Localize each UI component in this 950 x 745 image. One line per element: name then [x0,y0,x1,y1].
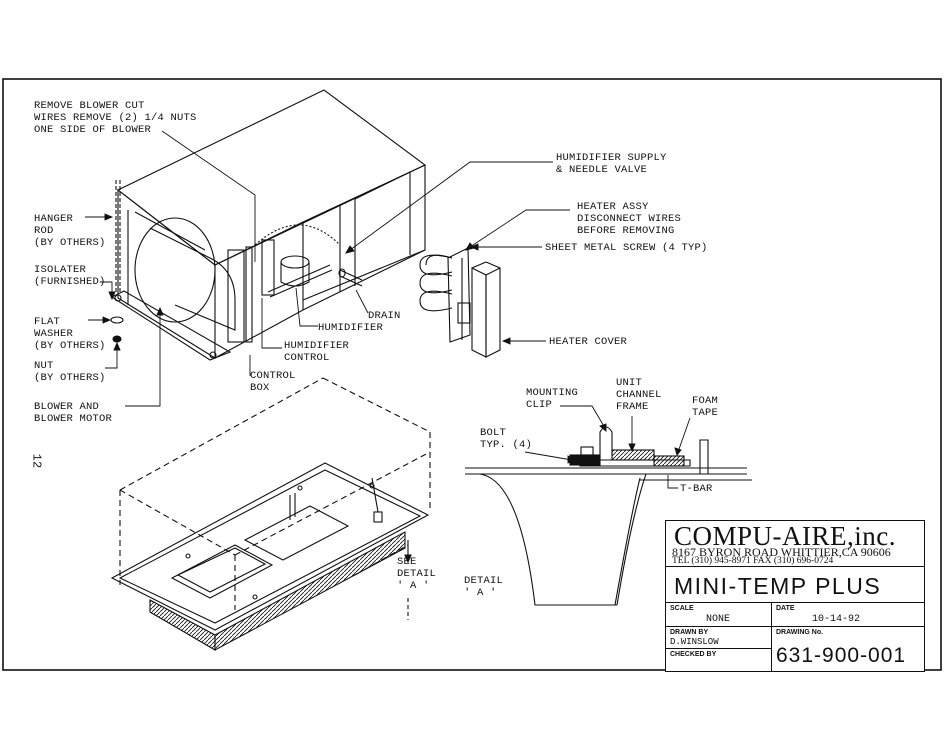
drawn-by-label: DRAWN BY [670,629,709,636]
drawing-title: MINI-TEMP PLUS [674,573,882,599]
label-remove-blower: REMOVE BLOWER CUT WIRES REMOVE (2) 1/4 N… [34,100,197,136]
label-unit-channel-frame: UNIT CHANNEL FRAME [616,377,662,413]
title-block: COMPU-AIRE,inc. 8167 BYRON ROAD WHITTIER… [665,520,925,672]
drawn-by-value: D.WINSLOW [670,637,719,647]
label-t-bar: T-BAR [680,483,713,495]
leader-lines [85,130,570,407]
drawing-number-cell: DRAWING No. 631-900-001 [772,627,924,671]
scale-label: SCALE [670,605,694,612]
company-address: 8167 BYRON ROAD WHITTIER,CA 90606 [672,545,891,559]
label-humidifier-supply: HUMIDIFIER SUPPLY & NEEDLE VALVE [556,152,667,176]
label-control-box: CONTROL BOX [250,370,296,394]
company-phone: TEL (310) 945-8971 FAX (310) 696-0724 [672,556,834,566]
heater-assembly [419,247,471,343]
detail-leaders [524,405,691,489]
date-label: DATE [776,605,795,612]
label-isolater: ISOLATER (FURNISHED) [34,264,106,288]
scale-value: NONE [706,614,731,625]
label-see-detail: SEE DETAIL ' A ' [397,556,437,592]
label-detail-a: DETAIL ' A ' [464,575,504,599]
drawing-number: 631-900-001 [776,644,907,667]
checked-by-label: CHECKED BY [670,651,717,658]
scale-cell: SCALE NONE [666,603,772,627]
page-number: 12 [29,453,44,469]
label-humidifier: HUMIDIFIER [318,322,384,334]
label-blower-motor: BLOWER AND BLOWER MOTOR [34,401,113,425]
label-hanger-rod: HANGER ROD (BY OTHERS) [34,213,106,249]
sheet-border [2,78,942,671]
company-name: COMPU-AIRE,inc. [674,521,896,551]
date-value: 10-14-92 [812,614,861,625]
label-humidifier-control: HUMIDIFIER CONTROL [284,340,350,364]
drawing-number-label: DRAWING No. [776,629,824,636]
date-cell: DATE 10-14-92 [772,603,924,627]
checked-by-cell: CHECKED BY [666,649,772,671]
upper-unit-drawing [110,89,427,361]
label-heater-cover: HEATER COVER [549,336,628,348]
label-sheet-metal-screw: SHEET METAL SCREW (4 TYP) [545,242,708,254]
label-drain: DRAIN [368,310,401,322]
label-flat-washer: FLAT WASHER (BY OTHERS) [34,316,106,352]
ceiling-unit-drawing [110,377,431,651]
drawn-by-cell: DRAWN BY D.WINSLOW [666,627,772,649]
label-nut: NUT (BY OTHERS) [34,360,106,384]
label-heater-assy: HEATER ASSY DISCONNECT WIRES BEFORE REMO… [577,201,682,237]
label-bolt: BOLT TYP. (4) [480,427,533,451]
title-block-company-area: COMPU-AIRE,inc. 8167 BYRON ROAD WHITTIER… [666,521,924,567]
heater-cover [471,261,501,358]
label-mounting-clip: MOUNTING CLIP [526,387,579,411]
drawing-title-area: MINI-TEMP PLUS [666,567,924,603]
label-foam-tape: FOAM TAPE [692,395,719,419]
